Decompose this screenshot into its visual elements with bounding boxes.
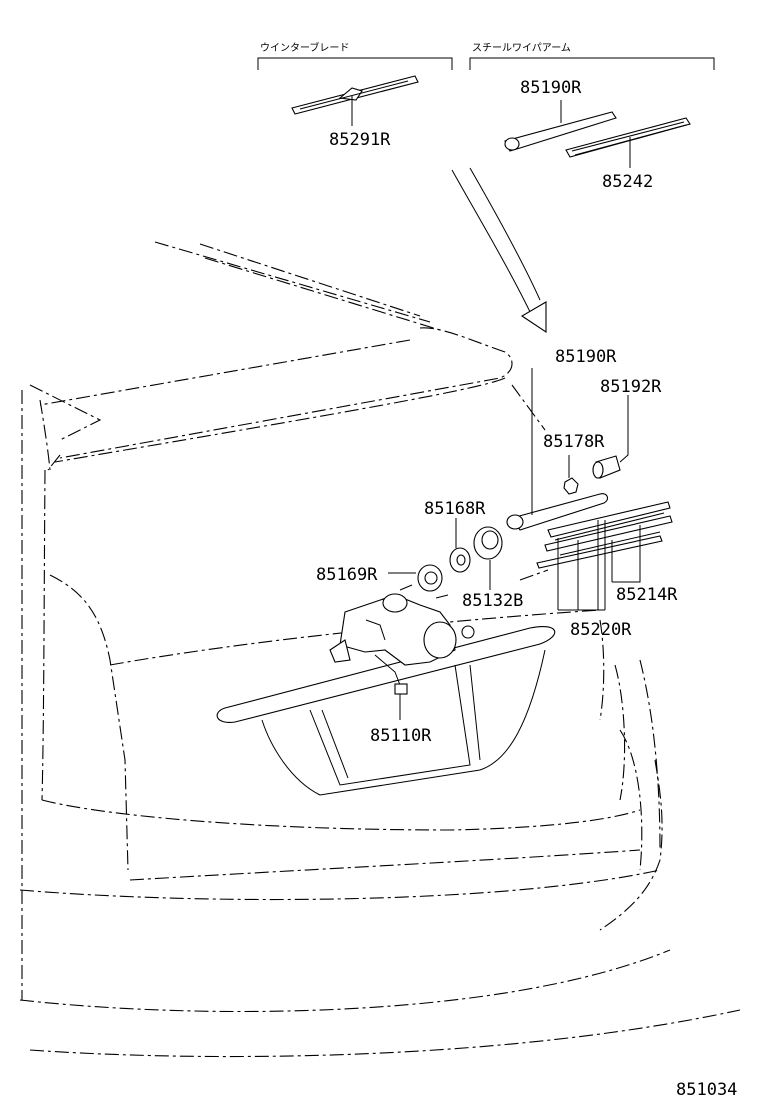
part-number-85214R: 85214R [616,585,678,605]
part-labels: 85291R 85190R 85242 85190R 85192R 85178R… [316,78,737,1100]
bushing-part [388,564,443,592]
part-number-85190R-top: 85190R [520,78,582,98]
part-number-85169R: 85169R [316,565,378,585]
part-number-85178R: 85178R [543,432,605,452]
car-body-outline [19,241,741,1058]
wiper-motor-part [329,584,475,720]
winter-blade-part [291,75,419,126]
part-number-85242: 85242 [602,172,653,192]
nut-part [563,455,579,495]
arm-cap-part [592,395,629,479]
winter-blade-group: ウインターブレード [257,41,453,70]
part-number-85291R: 85291R [329,130,391,150]
part-number-85190R: 85190R [555,347,617,367]
part-number-85132B: 85132B [462,591,523,611]
steel-wiper-arm-group: スチールワイパアーム [469,42,715,70]
pointer-arrow [451,167,547,334]
diagram-id: 851034 [676,1080,737,1100]
wiper-arm-part [506,368,609,531]
part-number-85110R: 85110R [370,726,432,746]
blade-assembly-part [536,501,673,611]
steel-arm-top-part [504,100,617,152]
steel-blade-top-part [565,117,691,168]
washer-part [449,518,471,573]
winter-blade-label: ウインターブレード [260,41,349,54]
grommet-part [473,526,503,590]
steel-wiper-arm-label: スチールワイパアーム [472,42,571,54]
part-number-85220R: 85220R [570,620,632,640]
part-number-85192R: 85192R [600,377,662,397]
part-number-85168R: 85168R [424,499,486,519]
